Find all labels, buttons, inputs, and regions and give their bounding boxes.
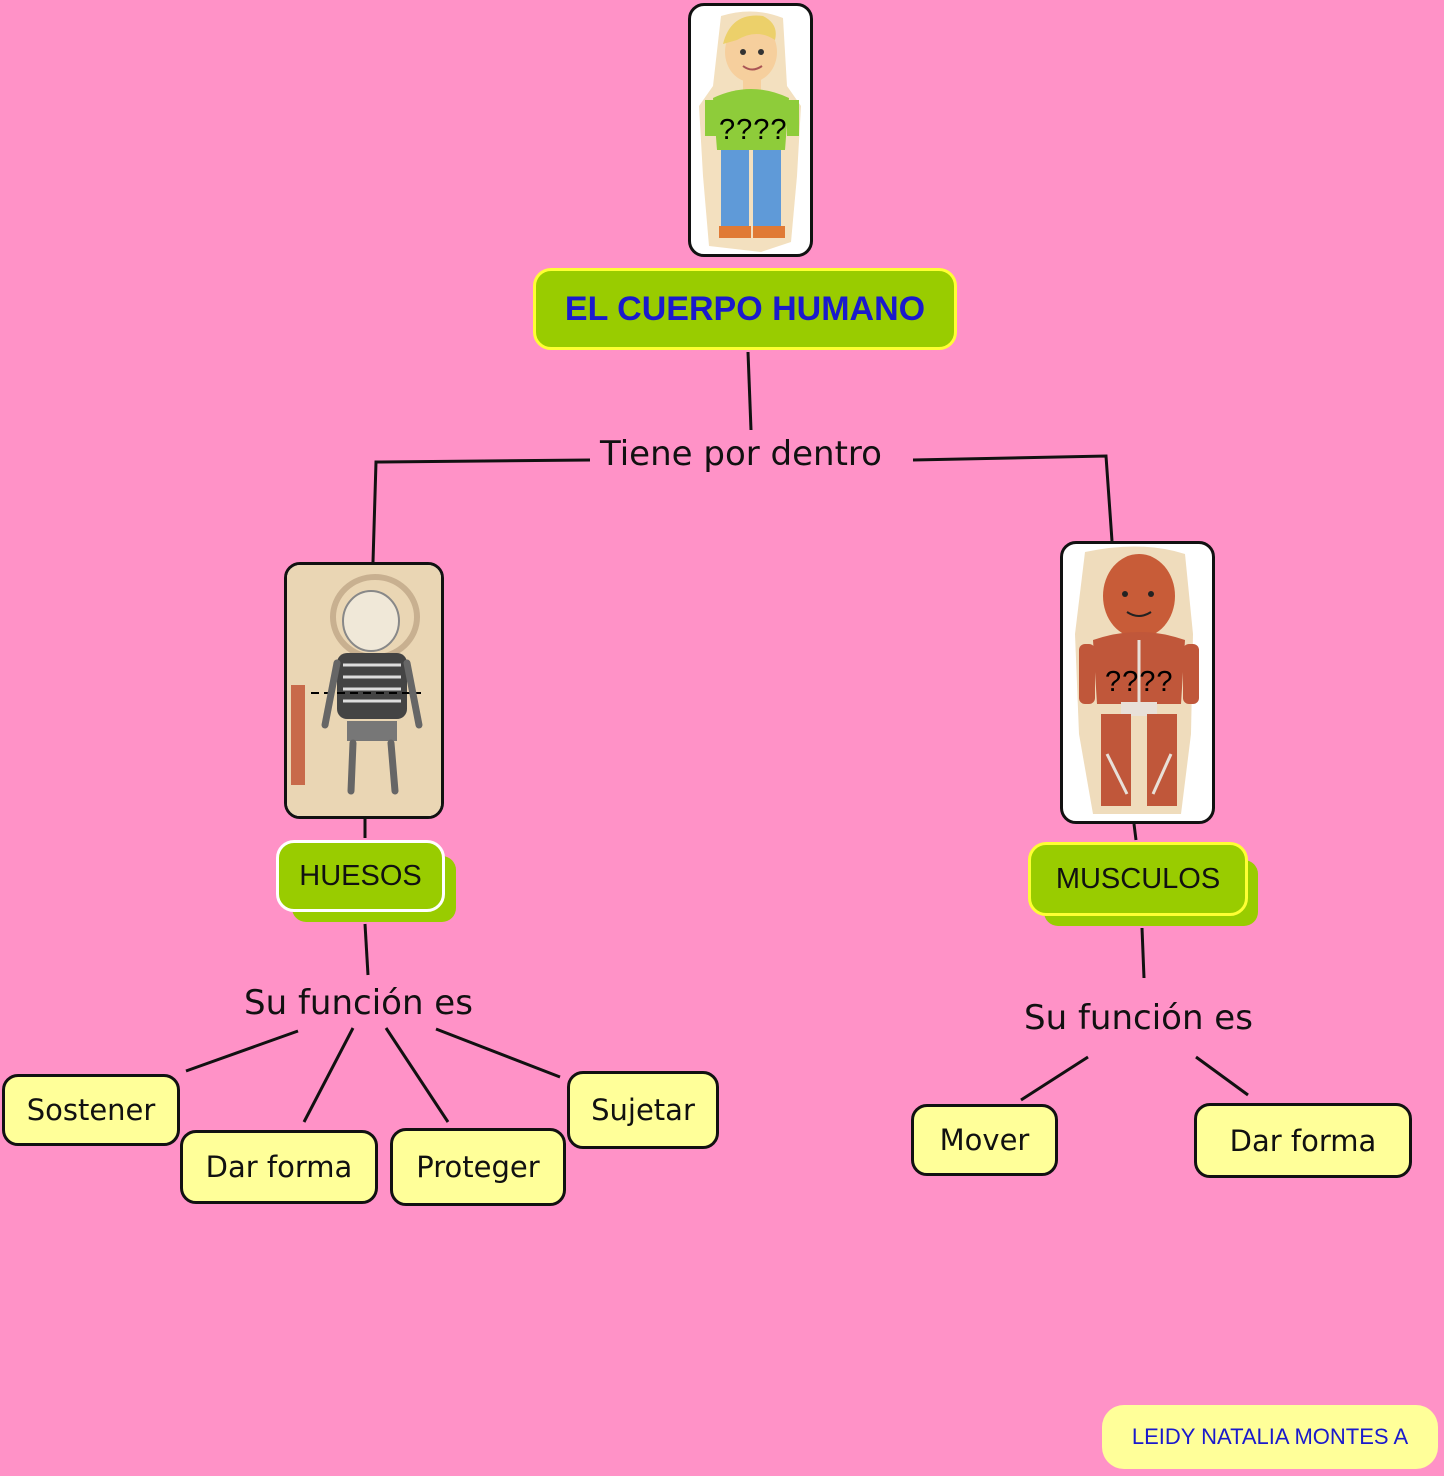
link-text-huesos-funcion: Su función es — [244, 983, 473, 1023]
leaf-proteger: Proteger — [390, 1128, 566, 1206]
muscle-illustration — [1075, 546, 1199, 814]
skeleton-illustration — [287, 565, 441, 816]
musculos-label: MUSCULOS — [1055, 862, 1221, 895]
link-text-tiene-por-dentro: Tiene por dentro — [600, 434, 882, 474]
connector-to-proteger — [384, 1027, 450, 1123]
connector-to-sujetar — [435, 1027, 561, 1079]
connector-link-to-left — [371, 458, 591, 563]
connector-huesos-to-link — [363, 923, 370, 976]
connector-to-mover — [1020, 1055, 1089, 1102]
musculos-node: MUSCULOS — [1028, 842, 1248, 916]
main-title-node: EL CUERPO HUMANO — [533, 268, 957, 350]
boy-image-card: ???? — [688, 3, 813, 257]
page-title: EL CUERPO HUMANO — [564, 289, 926, 328]
leaf-dar-forma-musculos: Dar forma — [1194, 1103, 1412, 1178]
leaf-sostener: Sostener — [2, 1074, 180, 1146]
boy-illustration — [699, 11, 801, 253]
connector-title-to-link — [746, 351, 753, 431]
boy-question-label: ???? — [719, 114, 788, 146]
author-label: LEIDY NATALIA MONTES A — [1102, 1405, 1438, 1469]
skeleton-image-card — [284, 562, 444, 819]
link-text-musculos-funcion: Su función es — [1024, 998, 1253, 1038]
connector-link-to-right — [912, 454, 1114, 542]
connector-musculos-to-link — [1140, 927, 1146, 979]
huesos-node: HUESOS — [276, 840, 445, 912]
connector-to-sostener — [185, 1029, 299, 1073]
huesos-label: HUESOS — [299, 859, 422, 892]
muscle-image-card: ???? — [1060, 541, 1215, 824]
connector-to-dar-forma-right — [1195, 1055, 1249, 1097]
leaf-dar-forma-huesos: Dar forma — [180, 1130, 378, 1204]
connector-to-dar-forma-left — [302, 1027, 355, 1123]
leaf-sujetar: Sujetar — [567, 1071, 719, 1149]
muscle-question-label: ???? — [1105, 666, 1174, 698]
connector-right-card-to-musculos — [1132, 823, 1138, 841]
leaf-mover: Mover — [911, 1104, 1058, 1176]
